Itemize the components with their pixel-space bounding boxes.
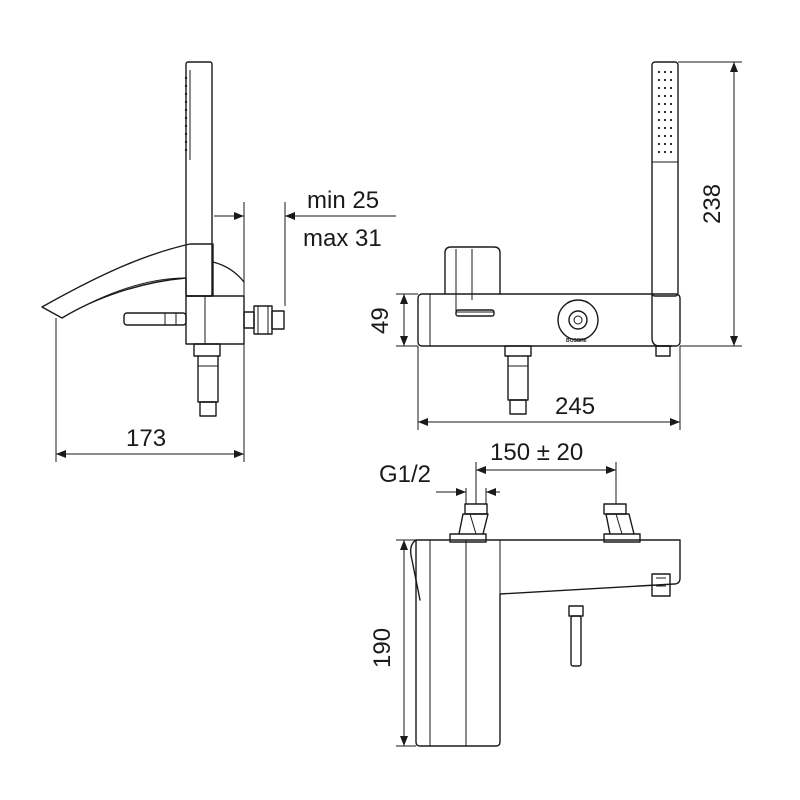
top-left-stub [464, 503, 488, 515]
side-diverter-knob [123, 312, 187, 326]
front-diverter-slot [455, 309, 495, 317]
top-knob-pin [570, 615, 582, 667]
side-outlet-end [199, 401, 217, 417]
dim-max-label: max 31 [303, 225, 382, 252]
front-outlet-nut [504, 345, 532, 357]
front-holder [651, 293, 673, 347]
front-handshower-nozzles [657, 70, 673, 154]
dim-150-label: 150 ± 20 [490, 439, 583, 466]
side-body [185, 295, 245, 345]
front-outlet-stem [507, 355, 529, 401]
side-view: min 25 max 31 173 [41, 61, 396, 462]
front-outlet-end [509, 399, 527, 415]
side-spout-under [212, 261, 245, 283]
dim-245-label: 245 [555, 393, 595, 420]
front-knob-outer [557, 299, 599, 341]
top-left-nut [449, 533, 487, 543]
top-body [415, 539, 681, 747]
top-right-eccentric [605, 513, 635, 535]
top-right-stub [603, 503, 627, 515]
dim-173-label: 173 [126, 425, 166, 452]
front-body [417, 293, 681, 347]
front-view: BOSSINI 49 [367, 61, 742, 430]
front-diverter-block [444, 246, 501, 295]
dim-238-label: 238 [699, 184, 726, 224]
front-handshower [651, 61, 679, 297]
front-logo: BOSSINI [566, 338, 587, 344]
side-spout-inner-edge [61, 277, 187, 319]
dim-g12-label: G1/2 [379, 461, 431, 488]
side-connector-b [253, 305, 273, 335]
top-view: G1/2 150 ± 20 190 [369, 439, 681, 747]
front-holder-outlet [655, 345, 671, 357]
top-holder [651, 573, 671, 597]
side-connector-c [271, 310, 285, 330]
side-connector-a [243, 311, 255, 329]
dim-min-label: min 25 [307, 187, 379, 214]
top-right-nut [603, 533, 641, 543]
dim-49-label: 49 [367, 307, 394, 334]
side-spout [41, 243, 214, 319]
side-outlet-stem [197, 355, 219, 403]
side-handshower-nozzles [184, 76, 188, 152]
front-knob-inner [568, 310, 588, 330]
side-outlet-nut [193, 343, 221, 357]
top-knob-cap [568, 605, 584, 617]
dim-190-label: 190 [369, 628, 396, 668]
top-body-edge [409, 539, 421, 601]
